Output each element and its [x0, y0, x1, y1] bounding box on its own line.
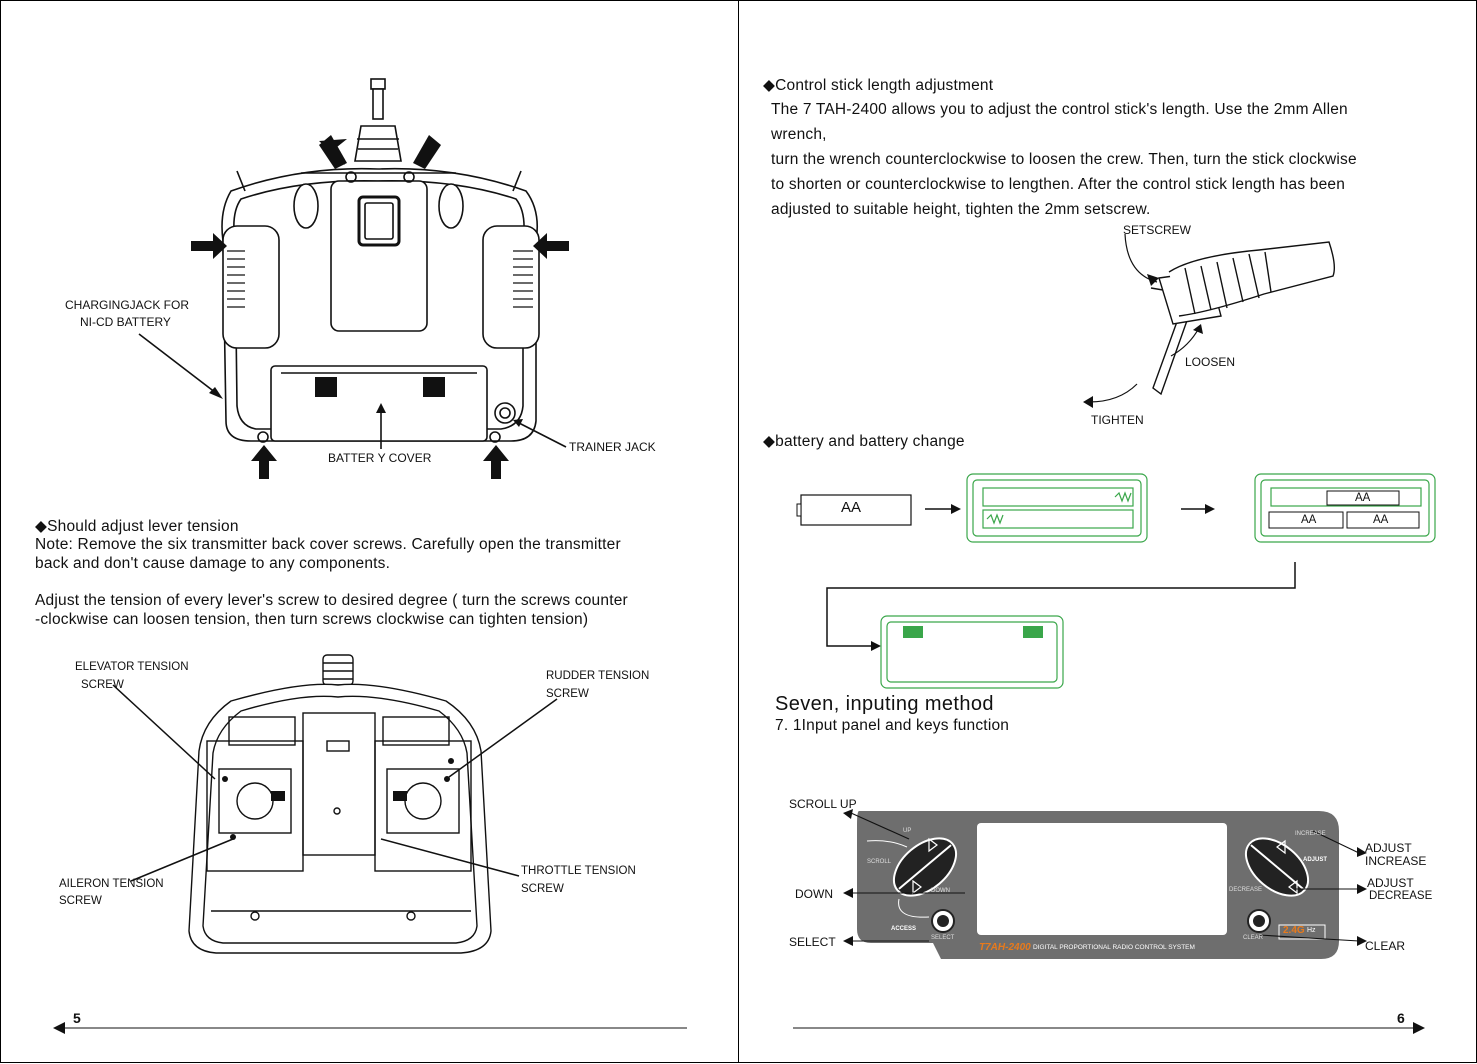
- tension-note-line-1: Note: Remove the six transmitter back co…: [35, 536, 621, 553]
- tension-note-line-2: back and don't cause damage to any compo…: [35, 555, 391, 572]
- callout-down: DOWN: [795, 887, 833, 901]
- input-panel-subheading: 7. 1Input panel and keys function: [775, 717, 1010, 734]
- stick-line-3: turn the wrench counterclockwise to loos…: [771, 151, 1357, 168]
- aileron-tension-label-2: SCREW: [59, 895, 102, 907]
- callout-adjust-decrease-2: DECREASE: [1369, 890, 1433, 902]
- panel-adjust-label: ADJUST: [1303, 857, 1328, 863]
- loosen-label: LOOSEN: [1185, 355, 1236, 369]
- input-panel-figure: [843, 809, 1367, 959]
- aa-cell-c-label: AA: [1373, 514, 1389, 526]
- stick-heading: ◆Control stick length adjustment: [763, 77, 994, 94]
- aileron-tension-label-1: AILERON TENSION: [59, 878, 164, 890]
- panel-scroll-label: SCROLL: [867, 859, 892, 865]
- panel-decrease-label: DECREASE: [1229, 887, 1263, 893]
- page-number-6: 6: [1397, 1010, 1405, 1026]
- transmitter-inside-figure: [112, 654, 558, 954]
- page-rule-right: [793, 1022, 1425, 1034]
- left-page: CHARGINGJACK FOR NI-CD BATTERY BATTER Y …: [0, 0, 739, 1063]
- panel-freq-unit: Hz: [1307, 927, 1316, 934]
- charging-jack-label-2: NI-CD BATTERY: [80, 315, 171, 329]
- charging-jack-label-1: CHARGINGJACK FOR: [65, 298, 190, 312]
- panel-select-label: SELECT: [931, 935, 955, 941]
- panel-brand-logo: T7AH-2400: [979, 942, 1031, 953]
- elevator-tension-label-1: ELEVATOR TENSION: [75, 661, 189, 673]
- callout-select: SELECT: [789, 935, 836, 949]
- rudder-tension-label-2: SCREW: [546, 688, 589, 700]
- transmitter-back-figure: [138, 78, 569, 479]
- stick-line-5: adjusted to suitable height, tighten the…: [771, 201, 1151, 218]
- rudder-tension-label-1: RUDDER TENSION: [546, 670, 650, 682]
- stick-line-1: The 7 TAH-2400 allows you to adjust the …: [771, 101, 1348, 118]
- panel-increase-label: INCREASE: [1295, 831, 1326, 837]
- panel-clear-label: CLEAR: [1243, 935, 1264, 941]
- stick-adjust-figure: [1083, 233, 1336, 408]
- panel-up-label: UP: [903, 828, 912, 834]
- tension-adjust-line-2: -clockwise can loosen tension, then turn…: [35, 611, 589, 628]
- tension-adjust-line-1: Adjust the tension of every lever's scre…: [35, 592, 628, 609]
- aa-cell-b-label: AA: [1301, 514, 1317, 526]
- callout-adjust-increase-1: ADJUST: [1365, 841, 1412, 855]
- right-page: ◆Control stick length adjustment The 7 T…: [738, 0, 1477, 1063]
- callout-adjust-decrease-1: ADJUST: [1367, 876, 1414, 890]
- panel-down-label: DOWN: [931, 888, 950, 894]
- callout-scroll-up: SCROLL UP: [789, 797, 857, 811]
- trainer-jack-label: TRAINER JACK: [569, 440, 656, 454]
- callout-clear: CLEAR: [1365, 939, 1406, 953]
- throttle-tension-label-1: THROTTLE TENSION: [521, 865, 636, 877]
- aa-cell-label: AA: [841, 499, 862, 516]
- throttle-tension-label-2: SCREW: [521, 883, 564, 895]
- battery-heading: ◆battery and battery change: [763, 433, 965, 450]
- aa-cell-a-label: AA: [1355, 492, 1371, 504]
- callout-adjust-increase-2: INCREASE: [1365, 854, 1427, 868]
- battery-cover-label: BATTER Y COVER: [328, 451, 432, 465]
- panel-system-text: DIGITAL PROPORTIONAL RADIO CONTROL SYSTE…: [1033, 944, 1195, 951]
- setscrew-label: SETSCREW: [1123, 223, 1192, 237]
- elevator-tension-label-2: SCREW: [81, 679, 124, 691]
- page-number-5: 5: [73, 1010, 81, 1026]
- page-rule-left: [53, 1022, 687, 1034]
- panel-access-label: ACCESS: [891, 926, 917, 932]
- tighten-label: TIGHTEN: [1091, 413, 1144, 427]
- stick-line-2: wrench,: [771, 126, 827, 143]
- input-method-heading: Seven, inputing method: [775, 693, 994, 715]
- tension-heading: ◆Should adjust lever tension: [35, 518, 239, 535]
- battery-change-figure: [796, 473, 1436, 689]
- panel-freq-label: 2.4G: [1283, 925, 1305, 936]
- stick-line-4: to shorten or counterclockwise to length…: [771, 176, 1346, 193]
